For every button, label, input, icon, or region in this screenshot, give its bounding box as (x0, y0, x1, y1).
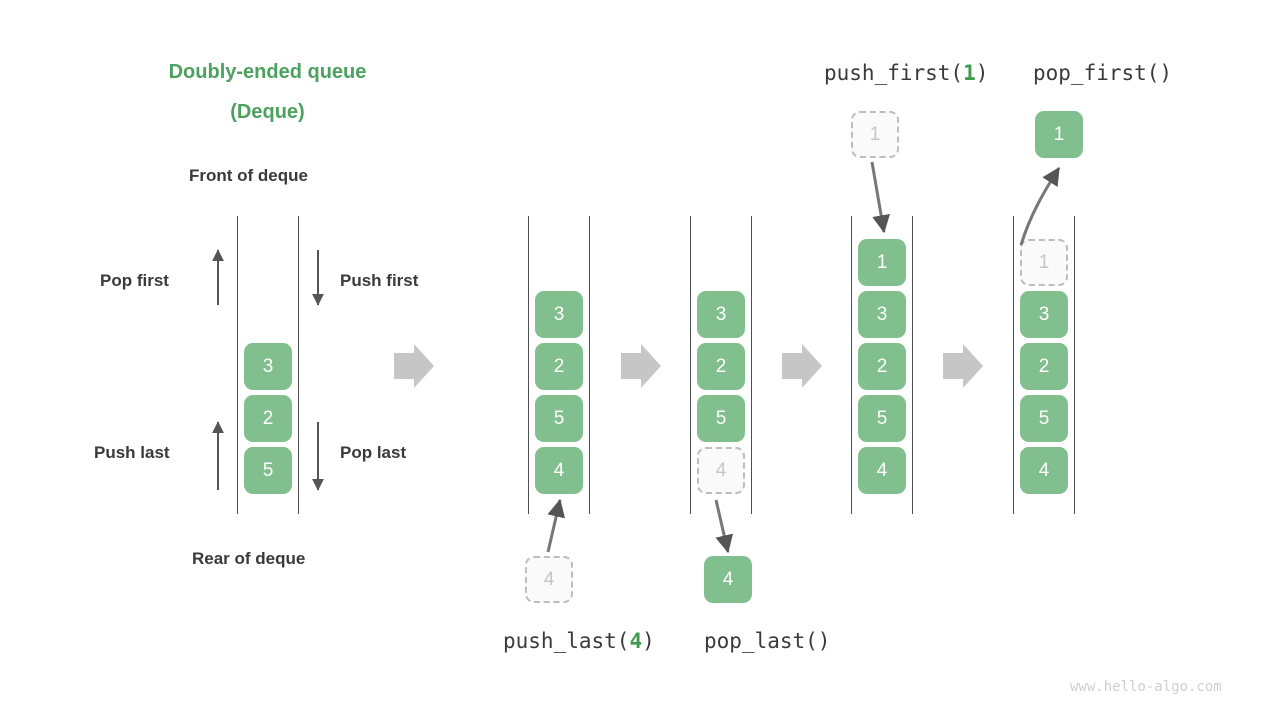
watermark: www.hello-algo.com (1070, 679, 1222, 695)
rail-right-stage3 (912, 216, 913, 514)
floating-block-push-last-source: 4 (525, 556, 573, 603)
deque-item: 4 (1020, 447, 1068, 494)
deque-item: 3 (535, 291, 583, 338)
deque-stage-during-pop-first: 1 3 2 5 4 (1020, 216, 1068, 514)
rail-right-stage2 (751, 216, 752, 514)
deque-item: 1 (1020, 239, 1068, 286)
deque-item: 5 (535, 395, 583, 442)
rail-right-stage4 (1074, 216, 1075, 514)
page-title-line1: Doubly-ended queue (168, 61, 367, 83)
page-title-line2: (Deque) (230, 101, 305, 123)
deque-item: 4 (858, 447, 906, 494)
rail-left-stage0 (237, 216, 238, 514)
deque-item: 5 (858, 395, 906, 442)
deque-item: 5 (1020, 395, 1068, 442)
op-push-last-name: push_last( (503, 629, 630, 653)
rail-left-stage4 (1013, 216, 1014, 514)
deque-item: 5 (244, 447, 292, 494)
rail-left-stage3 (851, 216, 852, 514)
step-arrow-4 (943, 344, 983, 388)
op-push-last-arg: 4 (629, 629, 643, 653)
legend-push-first-label: Push first (340, 271, 419, 290)
deque-stage-during-pop-last: 3 2 5 4 (697, 216, 745, 514)
op-pop-last-label: pop_last() (704, 629, 830, 653)
op-push-first-label: push_first(1) (824, 61, 988, 85)
deque-item: 2 (535, 343, 583, 390)
rear-of-deque-label: Rear of deque (192, 549, 306, 568)
op-pop-first-name: pop_first() (1033, 61, 1173, 85)
deque-stage-after-push-last: 3 2 5 4 (535, 216, 583, 514)
op-push-last-label: push_last(4) (503, 629, 655, 653)
op-pop-first-label: pop_first() (1033, 61, 1172, 85)
deque-item: 5 (697, 395, 745, 442)
legend-push-last-label: Push last (94, 443, 170, 462)
step-arrow-1 (394, 344, 434, 388)
deque-item: 4 (697, 447, 745, 494)
deque-item: 1 (858, 239, 906, 286)
op-push-first-name: push_first( (824, 61, 964, 85)
floating-block-pop-last-result: 4 (704, 556, 752, 603)
floating-block-push-first-source: 1 (851, 111, 899, 158)
op-push-first-close: ) (975, 61, 989, 85)
deque-stage-initial: 3 2 5 (244, 216, 292, 514)
deque-item: 4 (535, 447, 583, 494)
op-push-last-close: ) (642, 629, 655, 653)
step-arrow-2 (621, 344, 661, 388)
deque-item: 3 (697, 291, 745, 338)
deque-stage-after-push-first: 1 3 2 5 4 (858, 216, 906, 514)
deque-item: 3 (244, 343, 292, 390)
legend-pop-last-label: Pop last (340, 443, 407, 462)
step-arrow-3 (782, 344, 822, 388)
deque-item: 2 (244, 395, 292, 442)
deque-item: 2 (858, 343, 906, 390)
front-of-deque-label: Front of deque (189, 166, 308, 185)
deque-item: 2 (697, 343, 745, 390)
deque-item: 3 (858, 291, 906, 338)
deque-item: 3 (1020, 291, 1068, 338)
floating-block-pop-first-result: 1 (1035, 111, 1083, 158)
legend-pop-first-label: Pop first (100, 271, 169, 290)
op-pop-last-name: pop_last() (704, 629, 831, 653)
op-push-first-arg: 1 (963, 61, 976, 85)
rail-right-stage0 (298, 216, 299, 514)
rail-left-stage2 (690, 216, 691, 514)
deque-item: 2 (1020, 343, 1068, 390)
rail-left-stage1 (528, 216, 529, 514)
rail-right-stage1 (589, 216, 590, 514)
